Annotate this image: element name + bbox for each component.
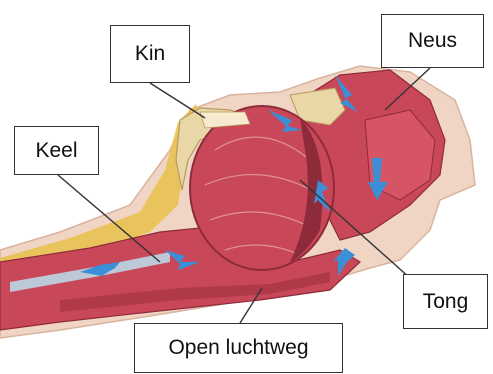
label-kin: Kin xyxy=(110,25,190,83)
label-open-airway: Open luchtweg xyxy=(134,323,343,373)
label-tong: Tong xyxy=(403,274,488,329)
leader-line-kin xyxy=(150,83,205,118)
label-neus: Neus xyxy=(381,14,484,68)
label-keel: Keel xyxy=(14,126,99,175)
